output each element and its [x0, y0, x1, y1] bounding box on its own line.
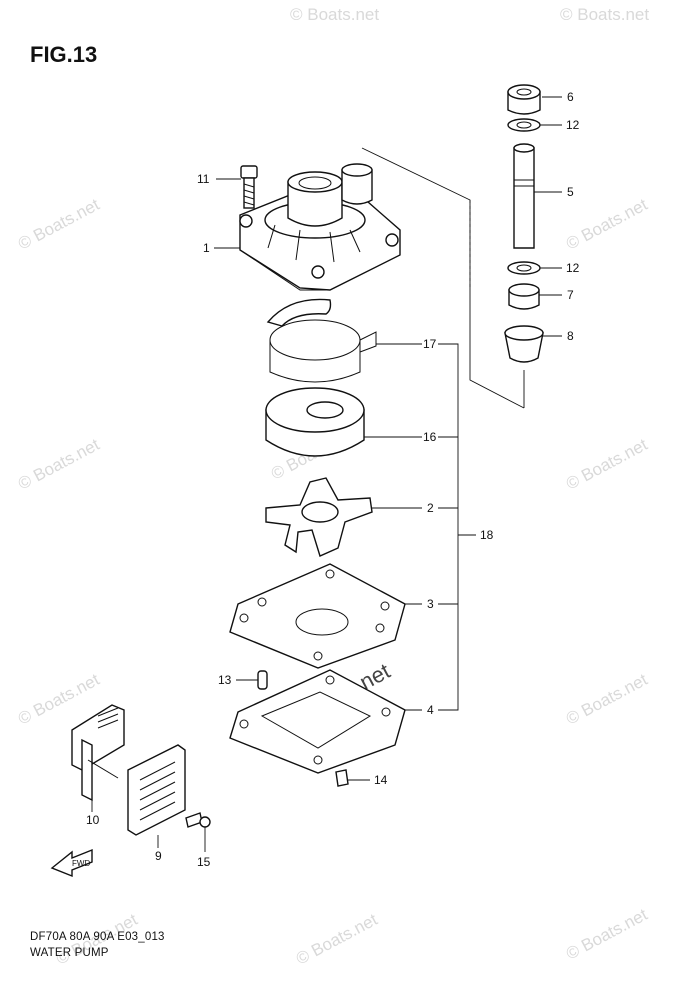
- callout-9: 9: [155, 849, 162, 863]
- part-13-pin: [257, 670, 268, 690]
- part-15-screw: [185, 812, 211, 828]
- callout-3: 3: [427, 597, 434, 611]
- callout-12-lower: 12: [566, 261, 580, 275]
- figure-title: FIG.13: [30, 42, 98, 67]
- part-3-gasket: [229, 563, 406, 669]
- part-14-key: [335, 769, 349, 787]
- part-11-bolt: [240, 165, 258, 209]
- part-10-guide: [71, 704, 125, 802]
- part-2-impeller: [265, 477, 373, 557]
- watermark: © Boats.net: [563, 670, 651, 729]
- callout-4: 4: [427, 703, 434, 717]
- alignment-lines: [361, 147, 525, 409]
- watermark: © Boats.net: [15, 195, 103, 254]
- watermark: © Boats.net: [563, 905, 651, 964]
- callout-2: 2: [427, 501, 434, 515]
- callout-10: 10: [86, 813, 100, 827]
- callout-6: 6: [567, 90, 574, 104]
- part-12-seal-lower: [507, 261, 541, 275]
- watermark: © Boats.net: [560, 5, 649, 24]
- callout-14: 14: [374, 773, 388, 787]
- fwd-label: FWD: [72, 859, 90, 868]
- callout-11: 11: [197, 172, 210, 186]
- watermark: © Boats.net: [15, 435, 103, 494]
- part-8-guide: [504, 325, 544, 363]
- callout-16: 16: [423, 430, 437, 444]
- callout-13: 13: [218, 673, 232, 687]
- fwd-arrow-icon: FWD: [50, 848, 93, 878]
- part-1-pump-case: [239, 163, 401, 291]
- callout-1: 1: [203, 241, 210, 255]
- part-9-guide: [127, 744, 186, 836]
- callout-7: 7: [567, 288, 574, 302]
- part-5-water-tube: [513, 143, 535, 249]
- callout-5: 5: [567, 185, 574, 199]
- part-6-grommet: [507, 84, 541, 115]
- callout-17: 17: [423, 337, 437, 351]
- callout-15: 15: [197, 855, 211, 869]
- part-7-grommet: [508, 283, 540, 310]
- watermark: © Boats.net: [293, 910, 381, 969]
- callout-12-upper: 12: [566, 118, 580, 132]
- callout-8: 8: [567, 329, 574, 343]
- part-17-liner: [266, 298, 377, 383]
- figure-name: WATER PUMP: [30, 947, 109, 959]
- part-16-impeller-housing: [265, 387, 365, 457]
- callout-18: 18: [480, 528, 494, 542]
- watermark: © Boats.net: [290, 5, 379, 24]
- callout-labels: 11 1 6 12 5 12 7 8 17 16 2 18 3 4 13 14 …: [86, 90, 580, 869]
- part-12-seal-upper: [507, 118, 541, 132]
- part-4-plate: [229, 669, 406, 774]
- watermark-layer: © Boats.net © Boats.net © Boats.net © Bo…: [15, 5, 651, 969]
- watermark: © Boats.net: [563, 435, 651, 494]
- watermark: © Boats.net: [563, 195, 651, 254]
- model-code: DF70A 80A 90A E03_013: [30, 931, 165, 943]
- leader-lines: [91, 96, 562, 852]
